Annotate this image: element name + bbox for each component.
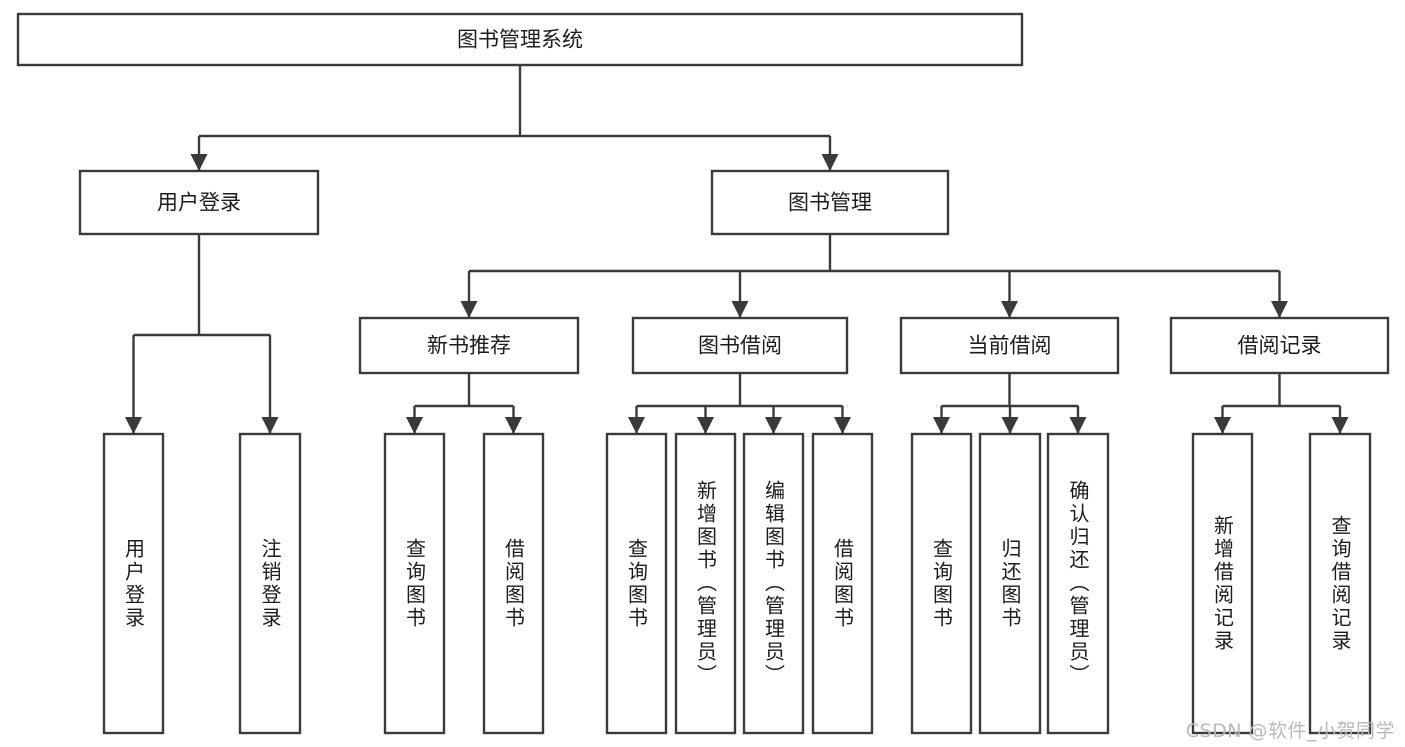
- boxes-layer: [16, 12, 1390, 735]
- arrow-head-down: [1001, 301, 1018, 318]
- leaf-node-注销登录-1-box[interactable]: [238, 432, 302, 735]
- watermark: CSDN @软件_小贺同学: [1185, 720, 1395, 742]
- arrow-head-down: [933, 417, 950, 434]
- arrow-head-down: [628, 417, 645, 434]
- arrow-head-down: [1214, 417, 1231, 434]
- arrow-head-down: [261, 417, 279, 434]
- arrow-head-down: [505, 417, 522, 434]
- level3-node-图书借阅-box[interactable]: [631, 316, 849, 375]
- leaf-node-借阅图书-3-box[interactable]: [482, 432, 545, 735]
- connectors-layer: [125, 65, 1349, 434]
- arrow-head-down: [125, 417, 142, 434]
- arrow-head-down: [460, 301, 478, 318]
- leaf-node-编辑图书管理员-6-box[interactable]: [742, 432, 805, 735]
- leaf-node-借阅图书-7-box[interactable]: [811, 432, 874, 735]
- arrow-head-down: [1331, 417, 1349, 434]
- level2-node-图书管理-label: 图书管理: [788, 191, 872, 215]
- leaf-node-用户登录-0-box[interactable]: [102, 432, 165, 735]
- level3-node-当前借阅-label: 当前借阅: [968, 334, 1052, 358]
- level2-node-用户登录-box[interactable]: [78, 169, 320, 236]
- arrow-head-down: [821, 154, 839, 171]
- leaf-node-查询图书-2-box[interactable]: [383, 432, 446, 735]
- leaf-node-查询图书-4-box[interactable]: [605, 432, 668, 735]
- leaf-node-查询借阅记录-12-box[interactable]: [1308, 432, 1372, 735]
- leaf-node-新增借阅记录-11-box[interactable]: [1191, 432, 1254, 735]
- root-node-图书管理系统-box[interactable]: [16, 12, 1024, 67]
- arrow-head-down: [697, 417, 714, 434]
- level2-node-用户登录-label: 用户登录: [157, 191, 241, 215]
- level3-node-新书推荐-box[interactable]: [358, 316, 580, 375]
- arrow-head-down: [1069, 417, 1087, 434]
- arrow-head-down: [765, 417, 782, 434]
- level3-node-图书借阅-label: 图书借阅: [698, 334, 782, 358]
- level2-node-图书管理-box[interactable]: [710, 169, 950, 236]
- leaf-node-确认归还管理员-10-box[interactable]: [1046, 432, 1110, 735]
- level3-node-借阅记录-box[interactable]: [1169, 316, 1390, 375]
- leaf-node-新增图书管理员-5-box[interactable]: [674, 432, 737, 735]
- arrow-head-down: [1001, 417, 1019, 434]
- arrow-head-down: [1271, 301, 1288, 318]
- level3-node-新书推荐-label: 新书推荐: [427, 334, 511, 358]
- root-node-图书管理系统-label: 图书管理系统: [457, 28, 583, 52]
- leaf-node-归还图书-9-box[interactable]: [978, 432, 1042, 735]
- level3-node-借阅记录-label: 借阅记录: [1238, 334, 1322, 358]
- leaf-node-查询图书-8-box[interactable]: [910, 432, 973, 735]
- arrow-head-down: [190, 154, 208, 171]
- arrow-head-down: [834, 417, 851, 434]
- level3-node-当前借阅-box[interactable]: [899, 316, 1120, 375]
- arrow-head-down: [731, 301, 749, 318]
- arrow-head-down: [406, 417, 423, 434]
